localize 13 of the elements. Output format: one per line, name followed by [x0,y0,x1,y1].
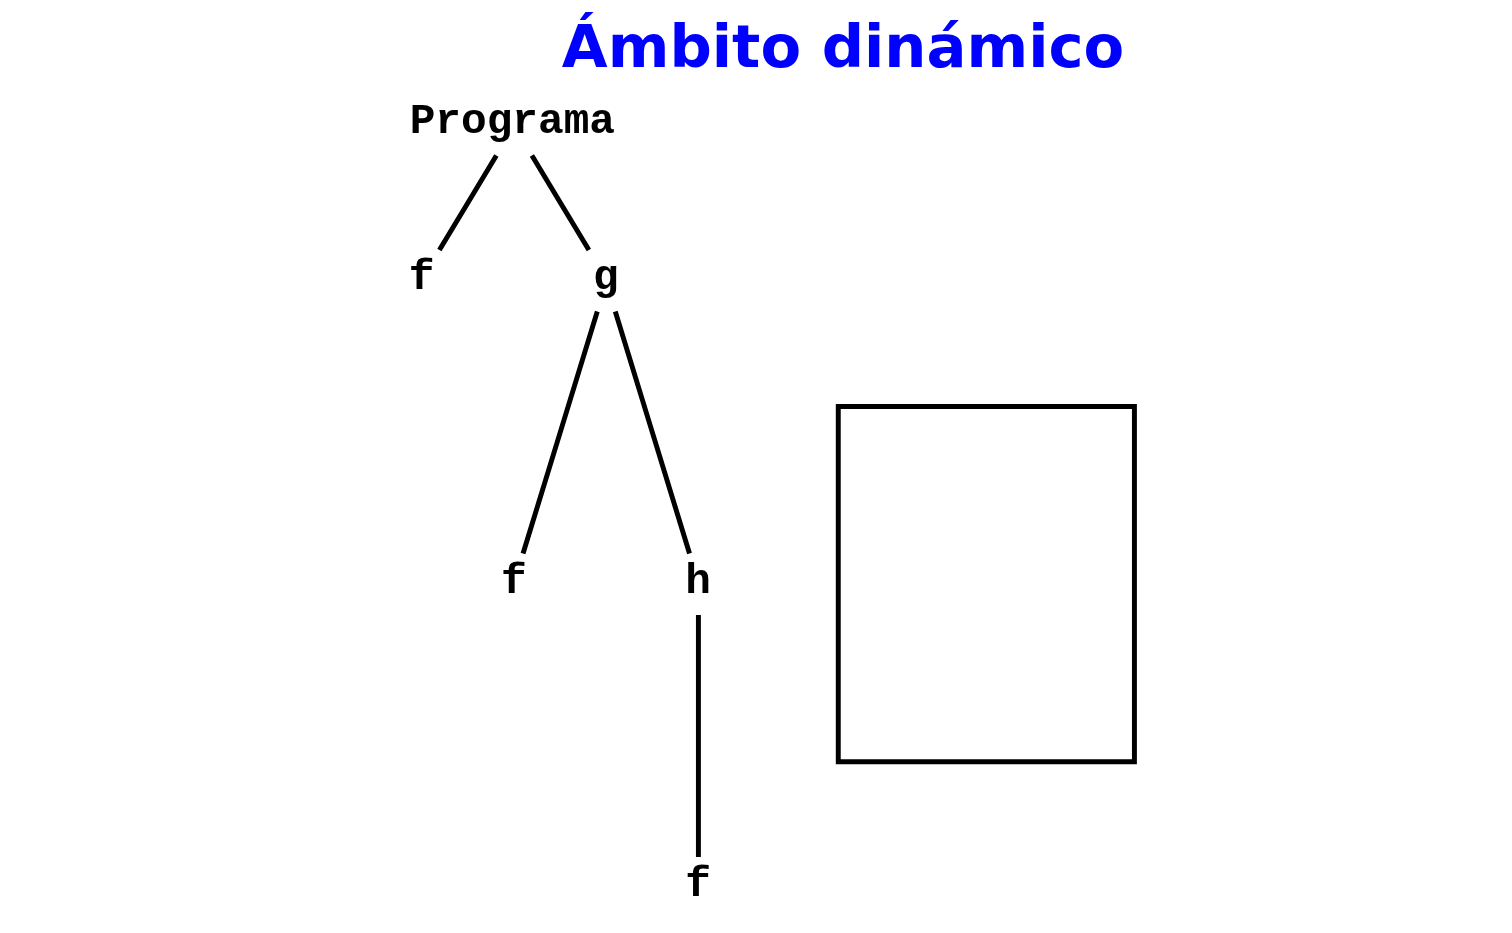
node-text: Programa [409,97,615,146]
node-text: h [685,556,711,606]
connector [520,310,600,555]
connector [437,154,499,252]
node-box [835,403,1137,765]
node-text: g [593,253,619,303]
node-text: f [500,556,527,606]
diagram-title: Ámbito dinámico [561,12,1125,82]
connector [529,154,591,252]
connector [695,615,701,858]
node-text: f [408,253,435,303]
node-text: f [685,860,711,910]
connector [612,310,692,555]
